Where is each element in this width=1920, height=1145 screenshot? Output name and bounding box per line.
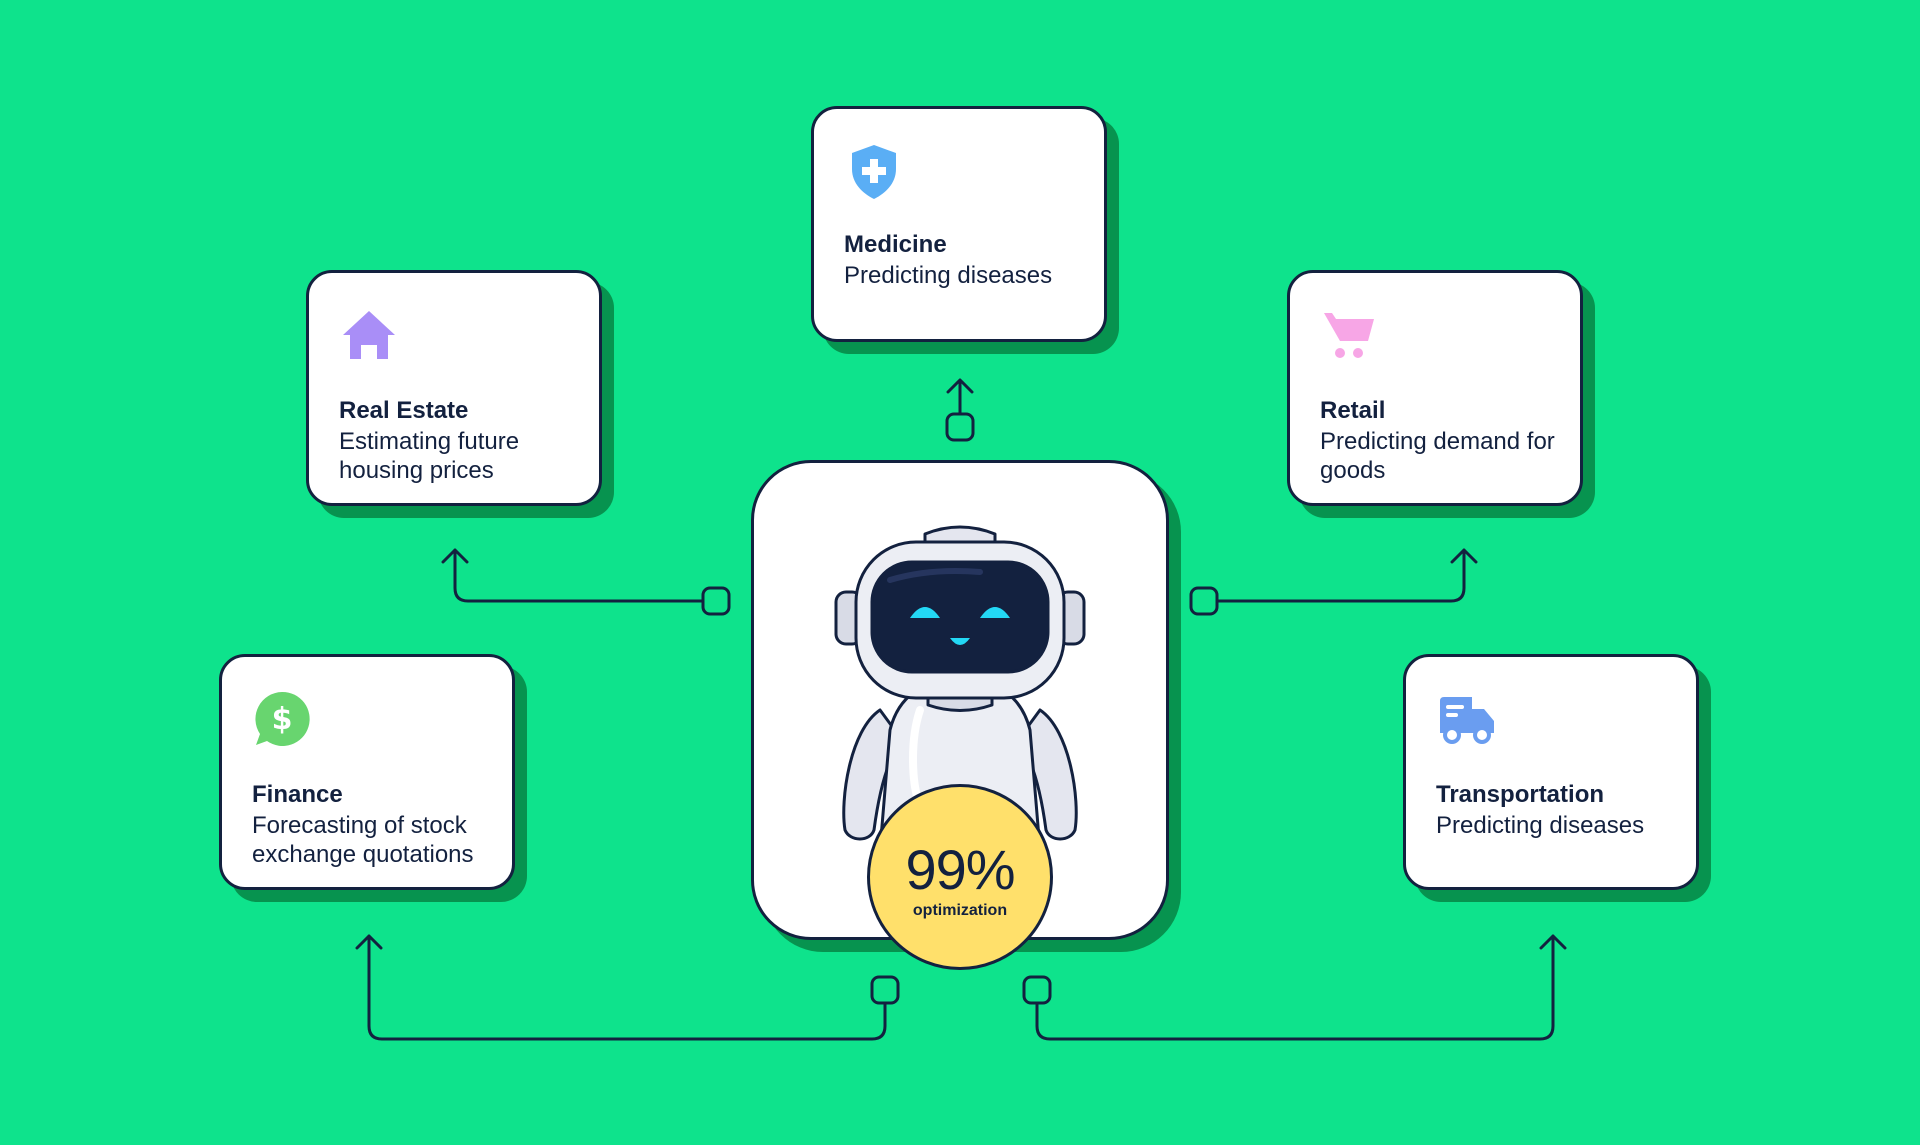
- robot-icon: [834, 525, 1086, 852]
- card-title: Medicine: [844, 231, 947, 258]
- card-medicine: Medicine Predicting diseases: [811, 106, 1107, 342]
- card-title: Real Estate: [339, 397, 469, 424]
- card-description: Predicting diseases: [844, 262, 1053, 289]
- dollar-bubble-icon: $: [255, 691, 310, 746]
- card-title: Retail: [1320, 397, 1386, 424]
- card-title: Finance: [252, 781, 343, 808]
- shield-cross-icon: [852, 145, 896, 199]
- cart-icon: [1324, 313, 1374, 358]
- connector-transportation: [1022, 934, 1567, 1041]
- connector-real-estate: [441, 548, 731, 616]
- card-retail: Retail Predicting demand for goods: [1287, 270, 1583, 506]
- card-description: Predicting demand for goods: [1320, 428, 1555, 484]
- connector-medicine: [945, 378, 975, 442]
- badge-label: optimization: [912, 902, 1008, 919]
- truck-icon: [1440, 697, 1494, 744]
- svg-text:$: $: [272, 702, 293, 737]
- card-description: Predicting diseases: [1436, 812, 1645, 839]
- card-finance: $ Finance Forecasting of stock exchange …: [219, 654, 515, 890]
- card-description: Forecasting of stock exchange quotations: [252, 812, 474, 868]
- card-transportation: Transportation Predicting diseases: [1403, 654, 1699, 890]
- badge-value: 99%: [905, 838, 1015, 901]
- card-real-estate: Real Estate Estimating future housing pr…: [306, 270, 602, 506]
- connector-finance: [355, 934, 900, 1041]
- optimization-badge: 99% optimization: [867, 784, 1053, 970]
- card-description: Estimating future housing prices: [339, 428, 520, 484]
- connector-retail: [1189, 548, 1478, 616]
- card-title: Transportation: [1436, 781, 1605, 808]
- house-icon: [343, 311, 395, 359]
